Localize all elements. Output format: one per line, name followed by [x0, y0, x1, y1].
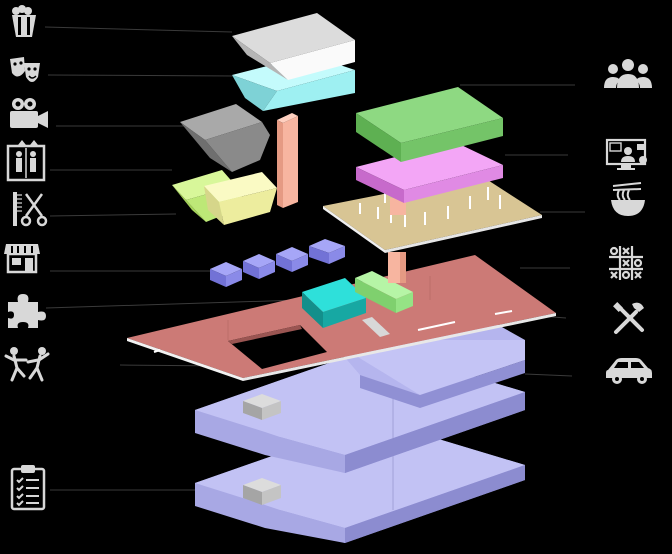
small-blue-block — [309, 239, 345, 264]
elevator-icon — [8, 140, 44, 180]
small-blue-block — [276, 247, 308, 272]
tic-tac-toe-icon — [609, 246, 643, 280]
leader-line — [45, 27, 232, 32]
puzzle-piece-icon — [8, 294, 46, 328]
movie-camera-icon — [10, 98, 48, 128]
small-blue-blocks — [210, 239, 345, 287]
leader-line — [50, 214, 176, 216]
noodle-bowl-icon — [611, 183, 645, 216]
comb-scissors-icon — [13, 192, 46, 226]
grey-block — [180, 104, 270, 172]
salmon-column — [277, 113, 298, 208]
dancing-people-icon — [6, 347, 48, 380]
small-blue-block — [243, 254, 275, 279]
theater-masks-icon — [10, 57, 40, 82]
storefront-icon — [4, 244, 40, 272]
clipboard-checklist-icon — [12, 465, 44, 509]
online-meeting-icon — [607, 140, 647, 170]
popcorn-icon — [12, 5, 36, 37]
small-blue-block — [210, 262, 242, 287]
leader-line — [525, 374, 572, 376]
green-block — [356, 87, 503, 162]
people-group-icon — [604, 59, 652, 88]
leader-line — [48, 75, 236, 76]
tools-icon — [613, 302, 644, 332]
car-icon — [606, 358, 652, 384]
salmon-connector-lower — [388, 252, 406, 283]
